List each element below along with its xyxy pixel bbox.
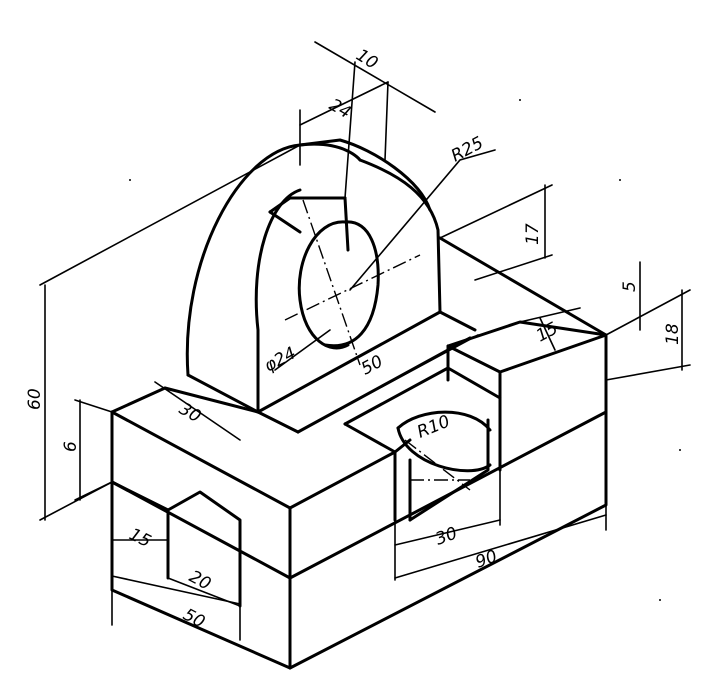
dim-18: 18 xyxy=(663,323,683,345)
dim-15-front: 15 xyxy=(126,525,154,552)
dim-5: 5 xyxy=(620,281,640,292)
dim-15-top: 15 xyxy=(533,319,561,347)
dim-r25: R25 xyxy=(448,133,487,166)
dim-50-bottom: 50 xyxy=(180,605,208,633)
dim-90: 90 xyxy=(473,547,500,573)
base-block xyxy=(110,236,608,670)
dim-30-bottom: 30 xyxy=(433,524,460,550)
dim-20: 20 xyxy=(186,567,214,595)
scan-speckles xyxy=(129,99,681,601)
dim-24: 24 xyxy=(326,95,355,123)
slot-cutout xyxy=(343,320,608,522)
front-notch xyxy=(110,480,242,608)
dim-phi24: φ24 xyxy=(261,343,299,376)
dim-10: 10 xyxy=(352,45,381,73)
dimension-lines xyxy=(39,41,691,641)
dim-6: 6 xyxy=(61,441,81,452)
dim-17: 17 xyxy=(523,223,543,245)
upright-boss xyxy=(185,138,477,434)
dim-30-slot-left: 30 xyxy=(176,399,205,427)
dim-60: 60 xyxy=(25,388,45,410)
